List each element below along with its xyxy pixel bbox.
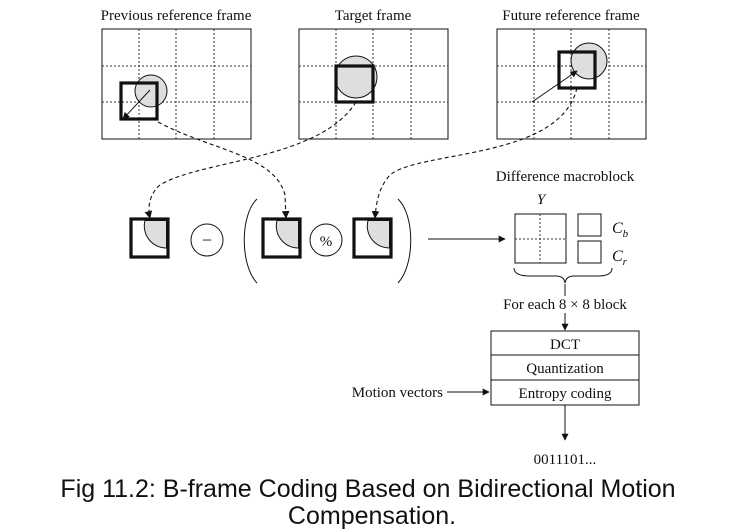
dct-stage: DCT: [550, 337, 580, 353]
y-component-label: Y: [537, 192, 547, 208]
svg-text:−: −: [202, 230, 212, 250]
svg-text:%: %: [320, 234, 333, 250]
average-operator: %: [309, 223, 343, 257]
block-future: [352, 217, 393, 259]
output-bitstream: 0011101...: [534, 452, 597, 468]
right-parenthesis: [397, 198, 412, 284]
future-frame-label: Future reference frame: [502, 8, 640, 24]
target-to-block-connector: [144, 101, 357, 219]
figure-caption-line1: Fig 11.2: B-frame Coding Based on Bidire…: [60, 475, 675, 503]
quantization-stage: Quantization: [526, 361, 604, 377]
cr-label: Cr: [612, 248, 628, 268]
cb-label: Cb: [612, 220, 629, 240]
left-parenthesis: [243, 198, 258, 284]
figure-caption-line2: Compensation.: [288, 502, 456, 530]
motion-vectors-label: Motion vectors: [352, 385, 443, 401]
minus-operator: −: [190, 223, 224, 257]
entropy-coding-stage: Entropy coding: [519, 386, 612, 402]
future-reference-frame: [496, 28, 647, 140]
for-each-block-label: For each 8 × 8 block: [503, 297, 627, 313]
previous-frame-label: Previous reference frame: [101, 8, 252, 24]
previous-reference-frame: [101, 28, 252, 140]
y-block: [514, 213, 567, 264]
difference-macroblock-title: Difference macroblock: [496, 169, 635, 185]
cr-block: [577, 240, 602, 264]
target-frame-label: Target frame: [335, 8, 412, 24]
cb-block: [577, 213, 602, 237]
block-previous: [261, 217, 302, 259]
target-frame: [298, 28, 449, 140]
previous-to-block-connector: [157, 121, 290, 219]
block-target: [129, 217, 170, 259]
macroblock-brace: [513, 267, 613, 284]
